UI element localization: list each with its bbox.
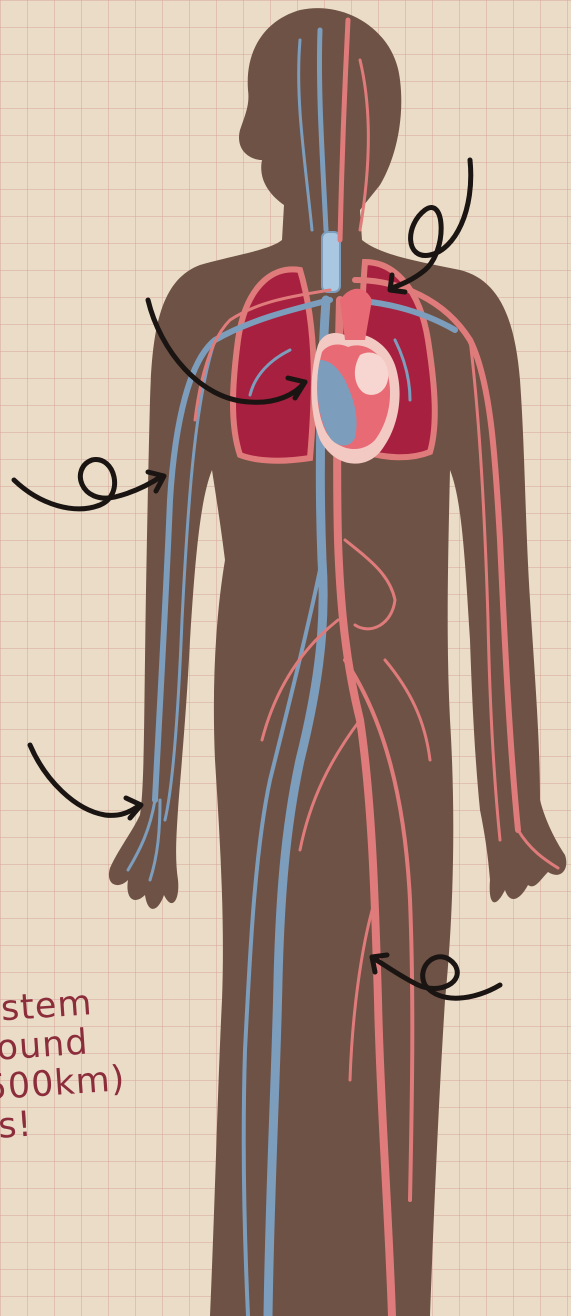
trachea (322, 232, 340, 292)
handwritten-note: ystem round 500km) ls! (0, 978, 188, 1148)
arrow-wrist (30, 745, 140, 815)
arrow-arm (14, 460, 162, 509)
